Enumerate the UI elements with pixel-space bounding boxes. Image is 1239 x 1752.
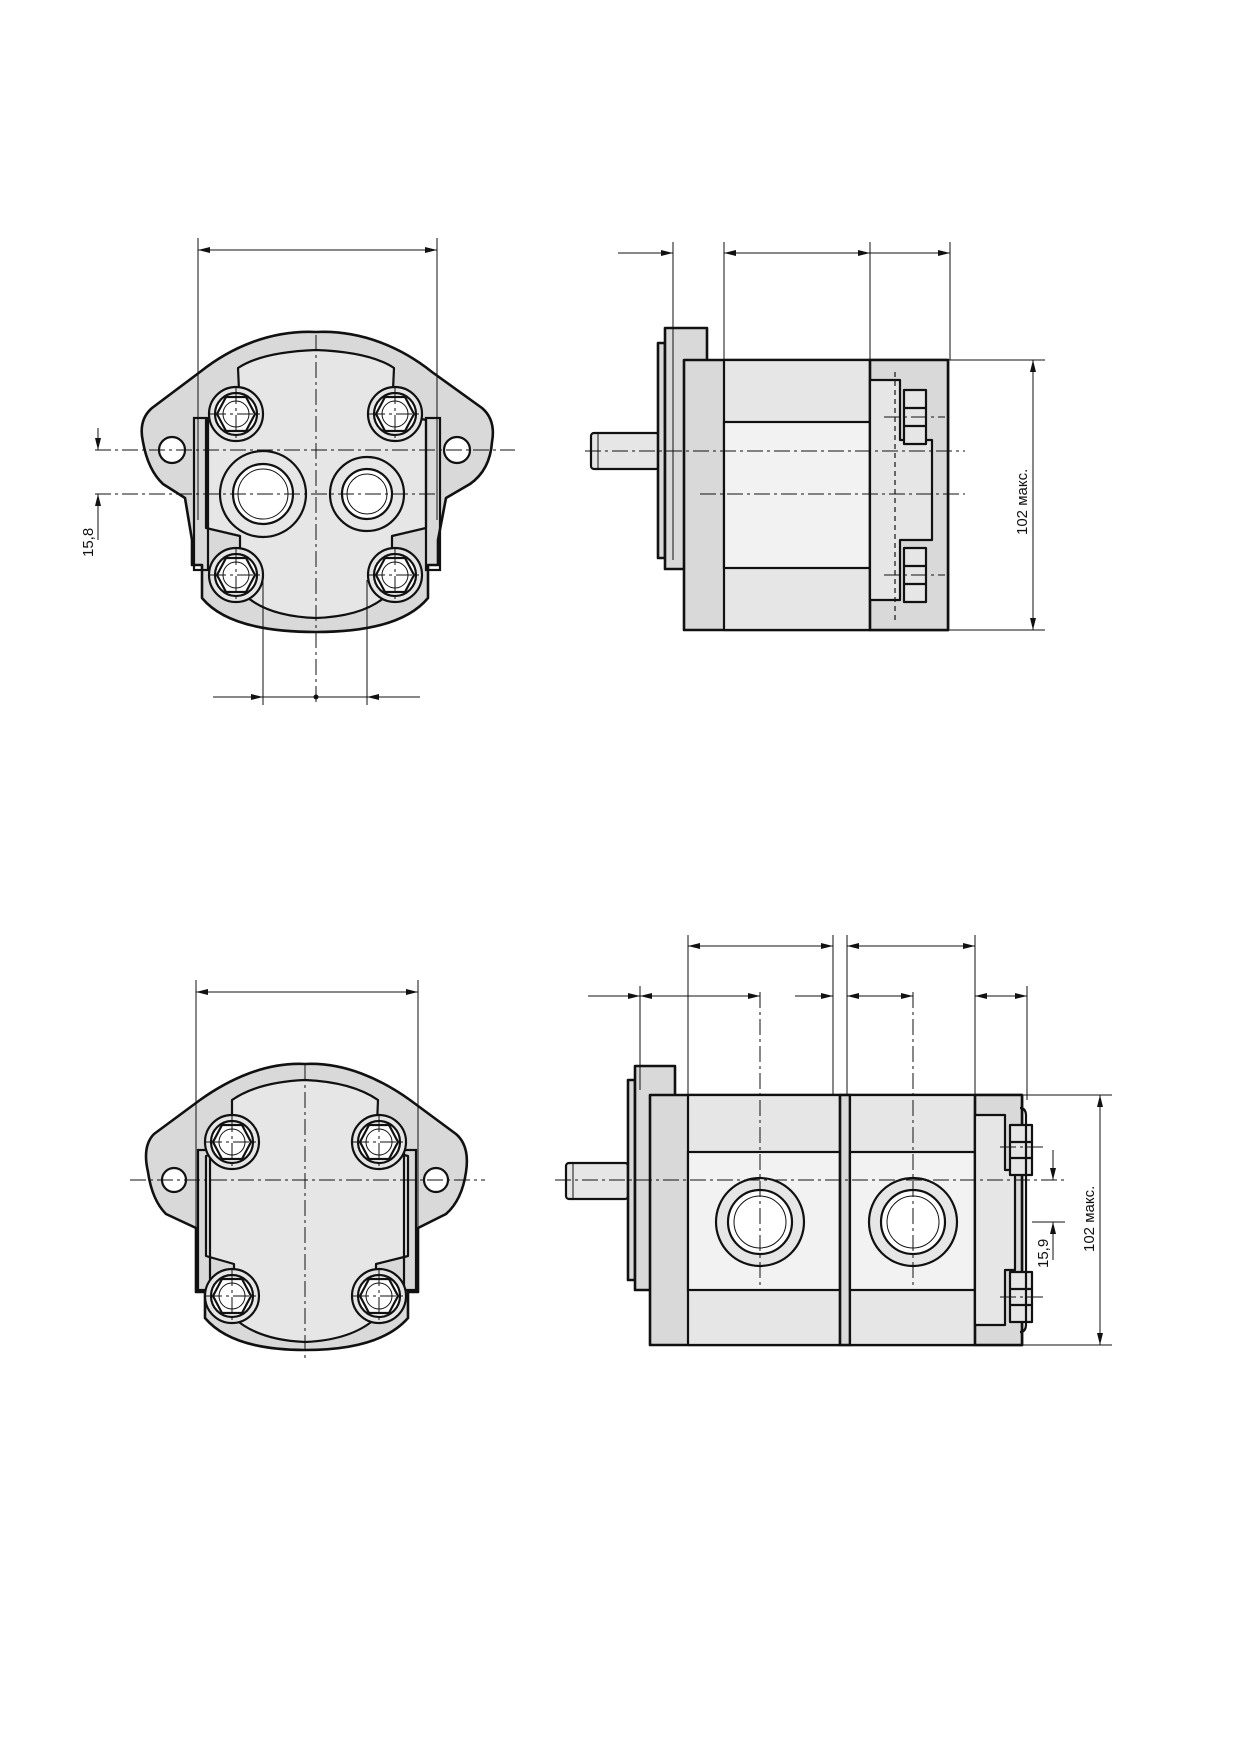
- bottom-front-view: [130, 980, 485, 1360]
- top-side-view: 102 макс.: [585, 242, 1045, 632]
- bottom-side-view: 15,9 102 макс.: [555, 935, 1112, 1347]
- top-side-height-label: 102 макс.: [1014, 469, 1031, 535]
- bottom-side-offset-label: 15,9: [1035, 1239, 1052, 1268]
- bottom-side-height-label: 102 макс.: [1081, 1186, 1098, 1252]
- top-front-offset-label: 15,8: [80, 528, 97, 557]
- top-front-view: 15,8: [80, 238, 515, 705]
